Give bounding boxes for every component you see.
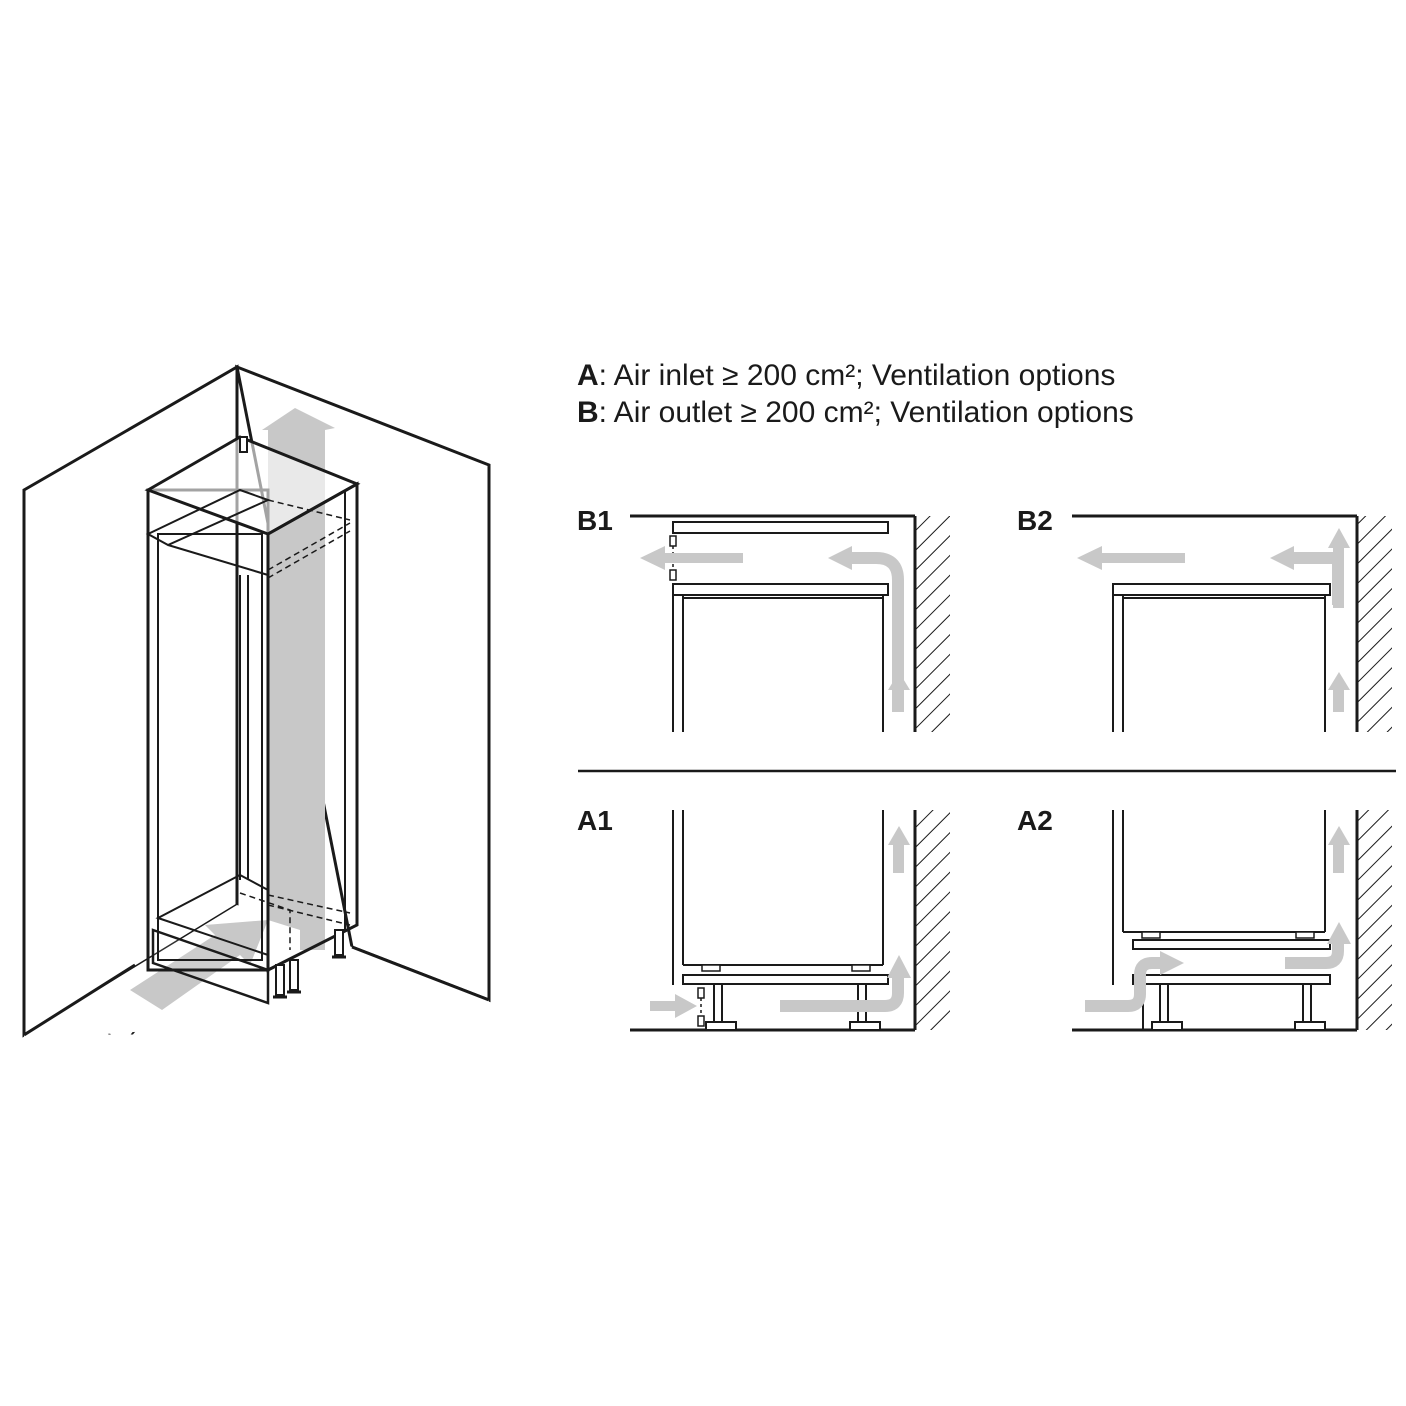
wall-hatch — [1357, 810, 1392, 1030]
panel-label-b2: B2 — [1017, 505, 1053, 536]
legend-b-text: : Air outlet ≥ 200 cm²; Ventilation opti… — [598, 396, 1134, 429]
wall-hatch — [915, 516, 950, 732]
airflow-arrow — [1077, 546, 1185, 570]
cabinet-plinth — [151, 928, 270, 1005]
legend-air-outlet: B: Air outlet ≥ 200 cm²; Ventilation opt… — [577, 395, 1134, 431]
panel-a2 — [1072, 810, 1392, 1032]
legend-a-text: : Air inlet ≥ 200 cm²; Ventilation optio… — [598, 359, 1116, 392]
airflow-arrow — [640, 546, 743, 570]
wall-hatch — [1357, 516, 1392, 732]
legend-b-key: B — [577, 396, 599, 429]
airflow-outlet-arrow — [262, 408, 335, 950]
cabinet-illustration — [22, 364, 491, 1040]
panel-a1 — [630, 810, 950, 1032]
airflow-arrow — [780, 975, 904, 1012]
cabinet-side — [266, 481, 359, 973]
panel-label-b1: B1 — [577, 505, 613, 536]
airflow-arrow — [650, 994, 697, 1018]
airflow-arrow — [1285, 942, 1344, 969]
panel-label-a2: A2 — [1017, 805, 1053, 836]
panel-b1 — [630, 514, 950, 732]
legend-air-inlet: A: Air inlet ≥ 200 cm²; Ventilation opti… — [577, 358, 1115, 394]
panel-b2 — [1072, 514, 1392, 732]
wall-hatch — [915, 810, 950, 1030]
airflow-arrow — [1085, 957, 1162, 1012]
legend-a-key: A — [577, 359, 599, 392]
panel-label-a1: A1 — [577, 805, 613, 836]
airflow-arrow — [850, 552, 904, 712]
